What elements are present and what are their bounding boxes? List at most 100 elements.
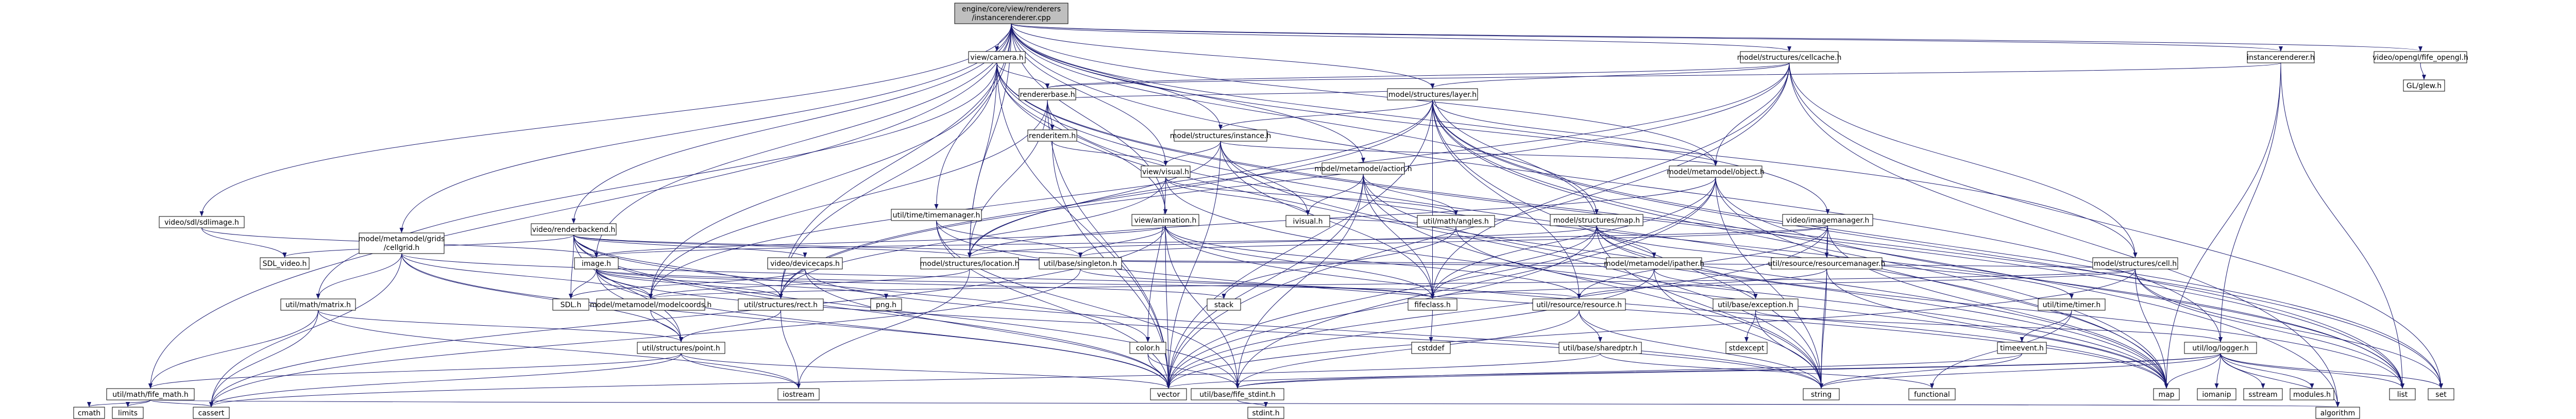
node-stdint[interactable]: util/base/fife_stdint.h bbox=[1191, 388, 1284, 400]
edge-instance-to-location bbox=[968, 141, 1221, 258]
node-visual[interactable]: view/visual.h bbox=[1141, 165, 1191, 178]
edge-cellcache-to-cell bbox=[1789, 62, 2138, 258]
node-location[interactable]: model/structures/location.h bbox=[920, 257, 1020, 270]
node-layer[interactable]: model/structures/layer.h bbox=[1387, 88, 1478, 100]
node-grids[interactable]: model/metamodel/grids/cellgrid.h bbox=[359, 232, 445, 254]
node-resmanager[interactable]: util/resource/resourcemanager.h bbox=[1768, 257, 1886, 270]
node-image[interactable]: image.h bbox=[574, 257, 619, 270]
node-action[interactable]: model/metamodel/action.h bbox=[1314, 162, 1412, 175]
node-fifeclass[interactable]: fifeclass.h bbox=[1408, 298, 1458, 311]
edge-logger-to-mapstd bbox=[2164, 353, 2221, 389]
node-timemanager[interactable]: util/time/timemanager.h bbox=[891, 209, 982, 221]
node-box bbox=[777, 388, 820, 400]
node-devicecaps[interactable]: video/devicecaps.h bbox=[767, 257, 843, 270]
node-functional[interactable]: functional bbox=[1908, 388, 1956, 400]
node-sstream[interactable]: sstream bbox=[2243, 388, 2283, 400]
node-timer[interactable]: util/time/timer.h bbox=[2038, 298, 2106, 311]
edge-resmanager-to-resource bbox=[1577, 269, 1827, 299]
node-png[interactable]: png.h bbox=[870, 298, 902, 311]
node-box bbox=[968, 51, 1026, 63]
node-label: video/renderbackend.h bbox=[532, 226, 616, 234]
node-animation[interactable]: view/animation.h bbox=[1131, 214, 1199, 226]
node-instance[interactable]: model/structures/instance.h bbox=[1170, 129, 1272, 142]
node-cassert[interactable]: cassert bbox=[193, 407, 230, 419]
node-viewcamera[interactable]: view/camera.h bbox=[968, 51, 1026, 63]
node-stdinth[interactable]: stdint.h bbox=[1247, 407, 1284, 419]
node-algorithm[interactable]: algorithm bbox=[2315, 407, 2360, 419]
node-box bbox=[2315, 407, 2360, 419]
node-rendererbase[interactable]: rendererbase.h bbox=[1019, 88, 1076, 100]
node-box bbox=[1321, 162, 1405, 175]
edge-grids-to-vector bbox=[401, 253, 1171, 389]
edge-cell-to-vector bbox=[1166, 269, 2136, 389]
node-point[interactable]: util/structures/point.h bbox=[637, 342, 725, 354]
node-sdlvideo[interactable]: SDL_video.h bbox=[260, 257, 310, 270]
node-rendeitem[interactable]: renderitem.h bbox=[1027, 129, 1077, 142]
node-timeevent[interactable]: timeevent.h bbox=[1997, 342, 2047, 354]
node-label: view/animation.h bbox=[1134, 216, 1197, 225]
node-visualh[interactable]: ivisual.h bbox=[1285, 215, 1330, 227]
node-sdlh[interactable]: SDL.h bbox=[552, 298, 589, 311]
node-stdexcept[interactable]: stdexcept bbox=[1725, 342, 1768, 354]
node-glew[interactable]: GL/glew.h bbox=[2403, 79, 2445, 92]
edge-root-to-animation bbox=[1011, 23, 1167, 214]
node-box bbox=[574, 257, 619, 270]
edge-image-to-modelcoords bbox=[596, 269, 653, 299]
node-map[interactable]: model/structures/map.h bbox=[1550, 214, 1643, 226]
node-cellcache[interactable]: model/structures/cellcache.h bbox=[1737, 51, 1842, 63]
edge-instancerenderer-to-logger bbox=[2218, 62, 2281, 342]
node-stack[interactable]: stack bbox=[1207, 298, 1241, 311]
node-box bbox=[2247, 51, 2315, 63]
edge-point-to-vector bbox=[681, 353, 1171, 389]
node-box bbox=[1725, 342, 1768, 354]
node-object[interactable]: model/metamodel/object.h bbox=[1667, 165, 1765, 178]
node-modules[interactable]: modules.h bbox=[2290, 388, 2334, 400]
node-string[interactable]: string bbox=[1803, 388, 1840, 400]
node-cell[interactable]: model/structures/cell.h bbox=[2092, 257, 2178, 270]
edge-rect-to-point bbox=[679, 310, 781, 342]
node-vector[interactable]: vector bbox=[1150, 388, 1187, 400]
node-rect[interactable]: util/structures/rect.h bbox=[738, 298, 824, 311]
edge-animation-to-mapstd bbox=[1165, 225, 2168, 389]
node-iomanip[interactable]: iomanip bbox=[2197, 388, 2236, 400]
node-fifemath[interactable]: util/math/fife_math.h bbox=[106, 388, 195, 400]
node-mapstd[interactable]: map bbox=[2153, 388, 2180, 400]
node-ipather[interactable]: model/metamodel/ipather.h bbox=[1604, 257, 1704, 270]
node-modelcoords[interactable]: model/metamodel/modelcoords.h bbox=[590, 298, 711, 311]
node-color[interactable]: color.h bbox=[1129, 342, 1166, 354]
node-label: model/structures/map.h bbox=[1553, 216, 1640, 225]
node-instancerenderer[interactable]: instancerenderer.h bbox=[2247, 51, 2315, 63]
node-iostream[interactable]: iostream bbox=[777, 388, 820, 400]
node-logger[interactable]: util/log/logger.h bbox=[2184, 342, 2257, 354]
node-cmath[interactable]: cmath bbox=[73, 407, 105, 419]
node-resource[interactable]: util/resource/resource.h bbox=[1532, 298, 1626, 311]
node-imagemanager[interactable]: video/imagemanager.h bbox=[1782, 214, 1873, 226]
node-sharedptr[interactable]: util/base/sharedptr.h bbox=[1558, 342, 1642, 354]
node-set[interactable]: set bbox=[2428, 388, 2454, 400]
edge-renderbackend-to-image bbox=[573, 234, 599, 258]
edge-root-to-instancerenderer bbox=[1011, 23, 2283, 52]
node-cstddef[interactable]: cstddef bbox=[1411, 342, 1451, 354]
edge-logger-to-modules bbox=[2220, 353, 2314, 389]
edge-logger-to-list bbox=[2220, 353, 2404, 389]
node-exception[interactable]: util/base/exception.h bbox=[1713, 298, 1799, 311]
node-singleton[interactable]: util/base/singleton.h bbox=[1039, 257, 1122, 270]
edge-imagemanager-to-singleton bbox=[1078, 225, 1828, 258]
node-opengl[interactable]: video/opengl/fife_opengl.h bbox=[2372, 51, 2468, 63]
edge-resource-to-sharedptr bbox=[1579, 310, 1602, 342]
node-angles[interactable]: util/math/angles.h bbox=[1417, 215, 1495, 227]
node-list[interactable]: list bbox=[2389, 388, 2416, 400]
edge-action-to-string bbox=[1363, 174, 1823, 389]
node-renderbackend[interactable]: video/renderbackend.h bbox=[531, 223, 617, 236]
node-matrix[interactable]: util/math/matrix.h bbox=[280, 298, 356, 311]
edge-cellcache-to-algorithm bbox=[1789, 62, 2340, 407]
node-root[interactable]: engine/core/view/renderers/instancerende… bbox=[954, 3, 1069, 24]
edge-rect-to-iostream bbox=[781, 310, 801, 389]
edge-layer-to-mapstd bbox=[1432, 99, 2168, 389]
node-label: util/time/timemanager.h bbox=[893, 211, 980, 220]
node-limits[interactable]: limits bbox=[112, 407, 144, 419]
node-sdlimage[interactable]: video/sdl/sdlimage.h bbox=[159, 216, 245, 228]
node-label: timeevent.h bbox=[2000, 344, 2044, 353]
edge-instancerenderer-to-rendererbase bbox=[1045, 62, 2281, 89]
edge-layer-to-string bbox=[1432, 99, 1823, 389]
